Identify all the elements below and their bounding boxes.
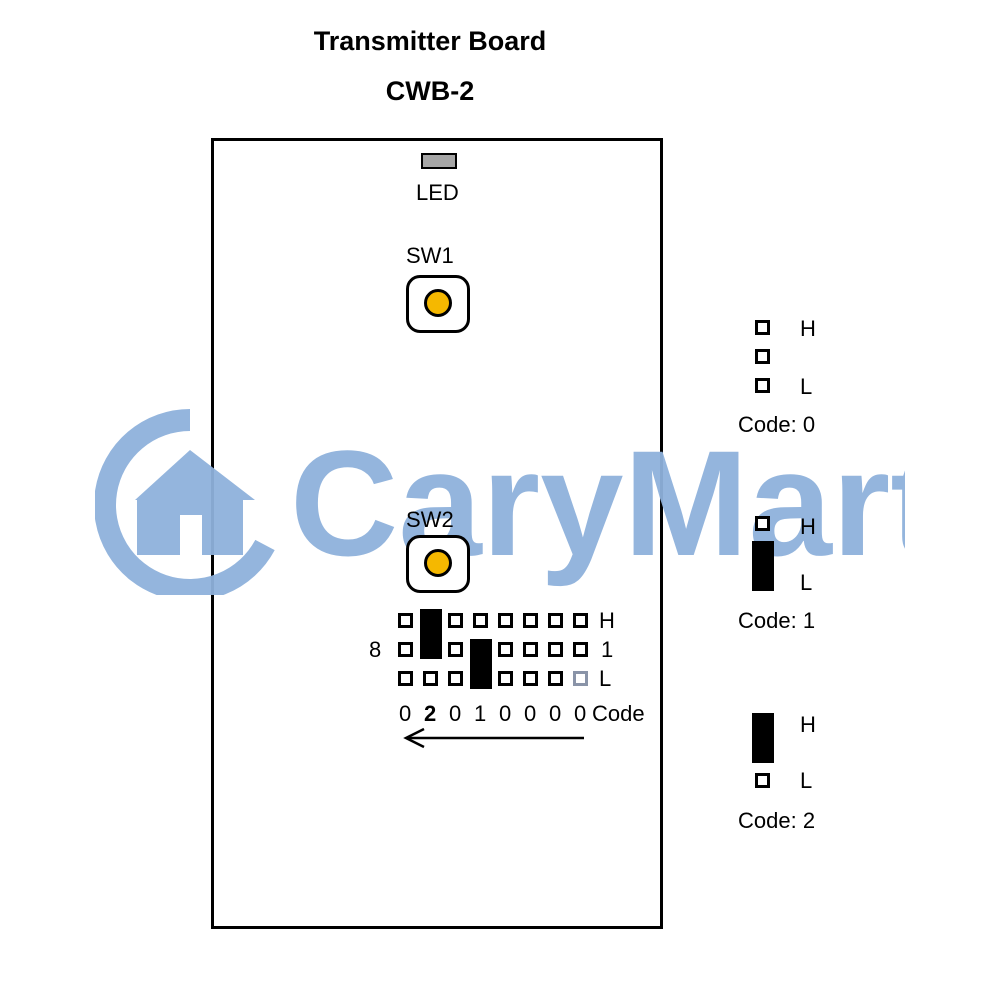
title-line-1: Transmitter Board	[313, 26, 547, 56]
led-indicator	[421, 153, 457, 169]
sw2-label: SW2	[406, 507, 454, 532]
pin	[498, 613, 513, 628]
pin	[498, 671, 513, 686]
pin	[398, 613, 413, 628]
pin	[523, 642, 538, 657]
code-digit: 0	[499, 701, 512, 726]
legend-code-0: Code: 0	[738, 412, 816, 437]
row-label-l: L	[599, 666, 612, 691]
left-label-8: 8	[369, 637, 382, 662]
sw2-button[interactable]	[406, 535, 470, 593]
pin	[398, 671, 413, 686]
pin	[548, 642, 563, 657]
code-word-label: Code	[592, 701, 645, 726]
carymart-watermark: CaryMart	[95, 409, 905, 595]
pin	[423, 671, 438, 686]
row-label-h: H	[599, 608, 615, 633]
jumper-column-2[interactable]	[420, 609, 442, 659]
code-digit: 0	[449, 701, 462, 726]
sw1-button[interactable]	[406, 275, 470, 333]
legend-l-label: L	[800, 374, 813, 399]
legend-code-1: Code: 1	[738, 608, 816, 633]
sw1-knob	[424, 289, 452, 317]
legend-code-2: Code: 2	[738, 808, 816, 833]
code-digit: 0	[574, 701, 587, 726]
left-arrow-icon	[403, 727, 584, 749]
pin	[548, 671, 563, 686]
row-label-1: 1	[601, 637, 614, 662]
led-label: LED	[416, 180, 459, 205]
legend-l-label: L	[800, 570, 813, 595]
title-line-2: CWB-2	[385, 76, 475, 106]
legend-h-label: H	[800, 712, 816, 737]
legend-pin	[755, 516, 770, 531]
legend-pin	[755, 378, 770, 393]
legend-pin	[755, 349, 770, 364]
legend-jumper-low	[752, 541, 774, 591]
pin	[473, 613, 488, 628]
sw2-knob	[424, 549, 452, 577]
pin	[573, 613, 588, 628]
sw1-label: SW1	[406, 243, 454, 268]
pin	[448, 642, 463, 657]
code-digit: 0	[549, 701, 562, 726]
pin	[523, 613, 538, 628]
pin	[448, 613, 463, 628]
pin	[523, 671, 538, 686]
watermark-text: CaryMart	[290, 419, 905, 587]
pin	[548, 613, 563, 628]
legend-h-label: H	[800, 514, 816, 539]
code-digit: 1	[474, 701, 487, 726]
legend-l-label: L	[800, 768, 813, 793]
code-digit: 0	[399, 701, 412, 726]
legend-h-label: H	[800, 316, 816, 341]
legend-pin	[755, 320, 770, 335]
jumper-column-4[interactable]	[470, 639, 492, 689]
code-digit: 2	[424, 701, 437, 726]
code-digit: 0	[524, 701, 537, 726]
pin	[573, 671, 588, 686]
legend-pin	[755, 773, 770, 788]
pin	[573, 642, 588, 657]
pin	[448, 671, 463, 686]
pin	[498, 642, 513, 657]
legend-jumper-high	[752, 713, 774, 763]
pin	[398, 642, 413, 657]
house-logo-icon	[95, 409, 275, 595]
